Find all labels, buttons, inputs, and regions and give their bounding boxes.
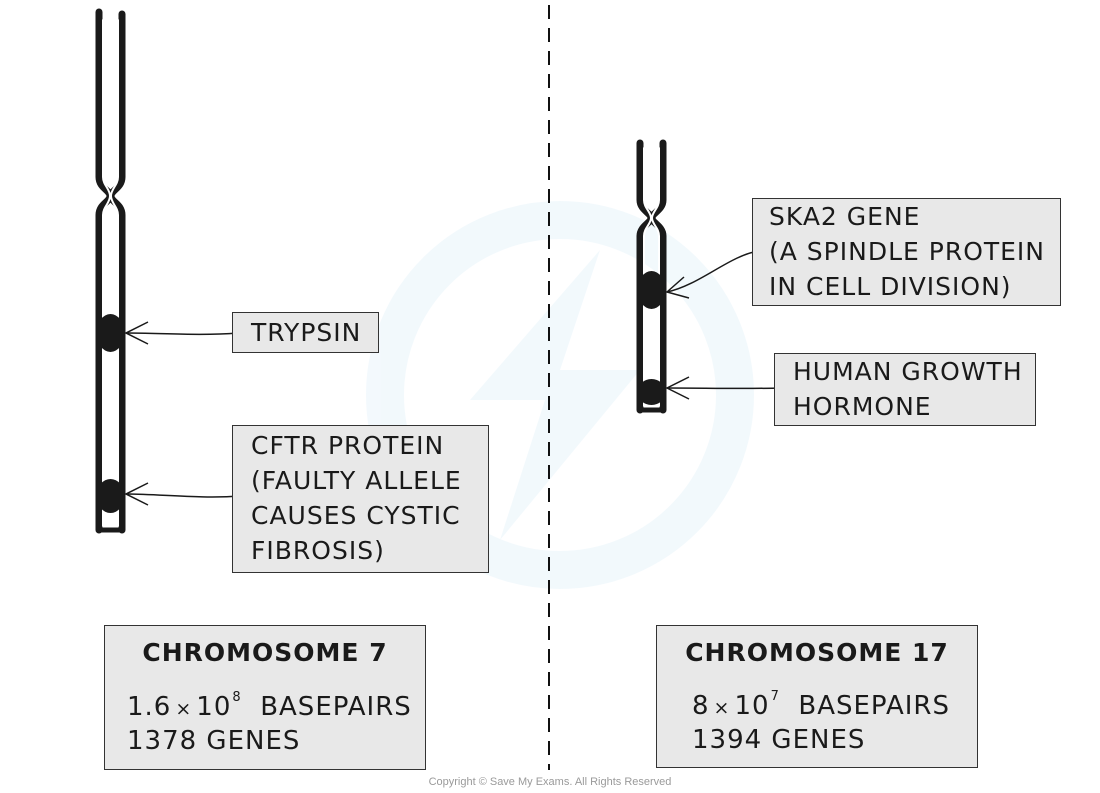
label-ska2-line-1: SKA2 GENE bbox=[769, 202, 921, 231]
chromosome-7 bbox=[95, 8, 126, 534]
label-ska2-line-3: IN CELL DIVISION) bbox=[769, 272, 1012, 301]
chromosome-7-basepairs: 1.6×108 BASEPAIRS bbox=[127, 690, 412, 722]
label-hgh-line-2: HORMONE bbox=[793, 392, 932, 421]
label-hgh: HUMAN GROWTH HORMONE bbox=[774, 353, 1036, 426]
label-cftr-line-1: CFTR PROTEIN bbox=[251, 431, 445, 460]
label-ska2: SKA2 GENE (A SPINDLE PROTEIN IN CELL DIV… bbox=[752, 198, 1061, 306]
chromosome-7-bp-base: 10 bbox=[196, 692, 232, 722]
arrow-cftr bbox=[124, 482, 244, 506]
label-trypsin: TRYPSIN bbox=[232, 312, 379, 353]
label-ska2-line-2: (A SPINDLE PROTEIN bbox=[769, 237, 1046, 266]
chromosome-7-bp-unit: BASEPAIRS bbox=[260, 692, 412, 722]
chromosome-7-bp-times: × bbox=[175, 698, 193, 720]
chromosome-17-bp-unit: BASEPAIRS bbox=[798, 691, 950, 721]
chromosome-7-info-box: CHROMOSOME 7 1.6×108 BASEPAIRS 1378 GENE… bbox=[104, 625, 426, 770]
chromosome-17-bp-base: 10 bbox=[734, 691, 770, 721]
chromosome-17-bp-times: × bbox=[713, 697, 731, 719]
label-trypsin-text: TRYPSIN bbox=[251, 318, 362, 347]
gene-band-cftr bbox=[96, 479, 125, 513]
label-cftr-line-4: FIBROSIS) bbox=[251, 536, 385, 565]
chromosome-17-bp-exponent: 7 bbox=[770, 689, 780, 704]
chromosome-7-bp-mantissa: 1.6 bbox=[127, 692, 172, 722]
gene-band-trypsin bbox=[96, 314, 125, 352]
label-cftr: CFTR PROTEIN (FAULTY ALLELE CAUSES CYSTI… bbox=[232, 425, 489, 573]
chromosome-17-title: CHROMOSOME 17 bbox=[685, 638, 949, 667]
chromosome-7-title: CHROMOSOME 7 bbox=[142, 638, 388, 667]
gene-band-hgh bbox=[637, 379, 666, 405]
label-hgh-line-1: HUMAN GROWTH bbox=[793, 357, 1023, 386]
chromosome-17 bbox=[636, 139, 667, 414]
label-cftr-line-3: CAUSES CYSTIC bbox=[251, 501, 461, 530]
watermark-logo bbox=[366, 201, 754, 589]
chromosome-17-genes: 1394 GENES bbox=[692, 725, 866, 755]
chromosome-17-basepairs: 8×107 BASEPAIRS bbox=[692, 689, 950, 721]
chromosome-17-info-box: CHROMOSOME 17 8×107 BASEPAIRS 1394 GENES bbox=[656, 625, 978, 768]
gene-band-ska2 bbox=[637, 271, 666, 309]
chromosome-7-bp-exponent: 8 bbox=[232, 690, 242, 705]
chromosome-17-bp-mantissa: 8 bbox=[692, 691, 710, 721]
arrow-trypsin bbox=[124, 321, 242, 345]
label-cftr-line-2: (FAULTY ALLELE bbox=[251, 466, 462, 495]
chromosome-7-genes: 1378 GENES bbox=[127, 726, 301, 756]
copyright-notice: Copyright © Save My Exams. All Rights Re… bbox=[428, 776, 672, 788]
